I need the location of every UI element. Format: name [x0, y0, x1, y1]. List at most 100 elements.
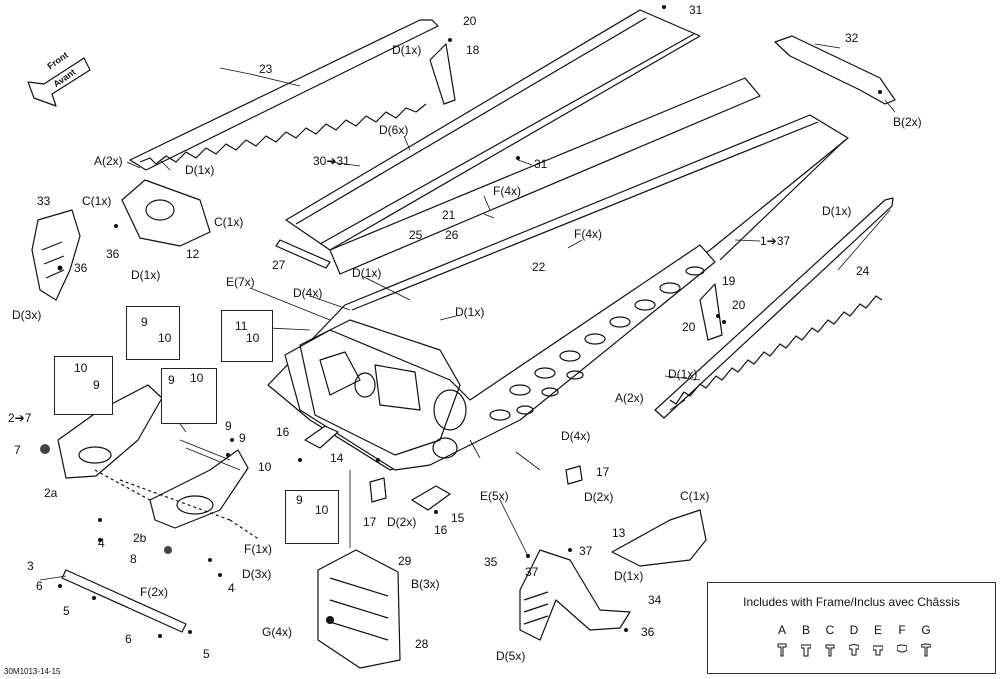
callout-9-d: 9: [225, 419, 232, 433]
callout-16-b: 16: [434, 523, 448, 537]
bracket-12: [121, 179, 211, 247]
callout-d1x-e: D(1x): [352, 266, 382, 280]
detail-box-11-10: [221, 310, 273, 362]
legend-label-g: G: [921, 623, 931, 637]
callout-19: 19: [722, 274, 736, 288]
callout-5: 5: [63, 604, 70, 618]
screw-icon: [825, 644, 835, 657]
bracket-13: [611, 509, 707, 567]
callout-d1x-g: D(1x): [668, 367, 698, 381]
callout-6-b: 6: [125, 632, 132, 646]
screw-icon: [921, 643, 931, 657]
front-arrow-shape: [27, 57, 91, 107]
callout-d4x: D(4x): [293, 286, 323, 300]
callout-d1x-f: D(1x): [455, 305, 485, 319]
detail-box-9-10-bottom: [285, 490, 339, 544]
callout-4-b: 4: [228, 581, 235, 595]
callout-f2x: F(2x): [140, 585, 168, 599]
front-bulkhead: [299, 319, 461, 456]
callout-3: 3: [27, 559, 34, 573]
callout-10: 10: [158, 331, 172, 345]
rivet-icon: [849, 644, 859, 656]
legend-title: Includes with Frame/Inclus avec Châssis: [743, 595, 960, 609]
callout-28: 28: [415, 637, 429, 651]
legend-item-g: G: [916, 623, 936, 657]
callout-d2x: D(2x): [584, 490, 614, 504]
callout-33: 33: [37, 194, 51, 208]
callout-9: 9: [141, 315, 148, 329]
callout-a2x-b: A(2x): [615, 391, 644, 405]
bracket-18: [429, 43, 456, 105]
callout-g4x: G(4x): [262, 625, 292, 639]
callout-22: 22: [532, 260, 546, 274]
legend-label-f: F: [898, 623, 906, 637]
strip-27: [275, 239, 331, 269]
callout-9-b: 9: [93, 378, 100, 392]
callout-7: 7: [14, 443, 21, 457]
callout-9-f: 9: [296, 493, 303, 507]
plate-17a: [369, 477, 387, 503]
detail-box-9-10-top: [126, 306, 180, 360]
callout-5-b: 5: [203, 647, 210, 661]
callout-36-c: 36: [641, 625, 655, 639]
plate-17b: [565, 465, 583, 485]
callout-d4x-b: D(4x): [561, 429, 591, 443]
callout-31: 31: [689, 3, 703, 17]
callout-10-f: 10: [315, 503, 329, 517]
tunnel-plate-top: [285, 9, 701, 251]
legend-label-d: D: [849, 623, 859, 637]
legend-item-e: E: [868, 623, 888, 657]
bracket-33: [31, 209, 81, 301]
callout-31-b: 31: [534, 157, 548, 171]
callout-24: 24: [856, 264, 870, 278]
callout-a2x: A(2x): [94, 154, 123, 168]
tunnel-vent-holes: [354, 266, 705, 459]
callout-23: 23: [259, 62, 273, 76]
legend-item-b: B: [796, 623, 816, 657]
legend-label-a: A: [777, 623, 786, 637]
callout-10-e: 10: [258, 460, 272, 474]
callout-c1x: C(1x): [82, 194, 112, 208]
callout-12: 12: [186, 247, 200, 261]
legend-item-d: D: [844, 623, 864, 657]
callout-d3x: D(3x): [12, 308, 42, 322]
callout-d1x: D(1x): [392, 43, 422, 57]
bolt-icon: [801, 644, 811, 657]
callout-b3x: B(3x): [411, 577, 440, 591]
callout-20-b: 20: [732, 298, 746, 312]
callout-11: 11: [235, 319, 248, 333]
callout-e7x: E(7x): [226, 275, 255, 289]
callout-d6x: D(6x): [379, 123, 409, 137]
callout-37-b: 37: [525, 565, 539, 579]
callout-d5x: D(5x): [496, 649, 526, 663]
callout-b2x: B(2x): [893, 115, 922, 129]
callout-c1x-c: C(1x): [680, 489, 710, 503]
callout-15: 15: [451, 511, 465, 525]
legend-item-a: A: [772, 623, 792, 657]
callout-e5x: E(5x): [480, 489, 509, 503]
callout-20-c: 20: [682, 320, 696, 334]
callout-35: 35: [484, 555, 498, 569]
rivet-icon: [873, 645, 883, 656]
callout-32: 32: [845, 31, 859, 45]
callout-f1x: F(1x): [244, 542, 272, 556]
callout-d1x-h: D(1x): [614, 569, 644, 583]
screw-icon: [777, 643, 787, 657]
callout-1-37: 1➔37: [760, 234, 791, 248]
callout-d3x-b: D(3x): [242, 567, 272, 581]
callout-25: 25: [409, 228, 423, 242]
callout-10-d: 10: [190, 371, 204, 385]
rear-bracket-34: [519, 549, 631, 641]
callout-c1x-b: C(1x): [214, 215, 244, 229]
diagram-reference: 30M1013-14-15: [4, 667, 61, 676]
detail-box-10-9: [54, 356, 113, 415]
legend-item-c: C: [820, 623, 840, 657]
callout-26: 26: [445, 228, 459, 242]
tunnel-side-panel: [284, 244, 716, 471]
bracket-19: [699, 283, 723, 341]
callout-2a: 2a: [44, 486, 58, 500]
callout-6: 6: [36, 579, 43, 593]
callout-30-31: 30➔31: [313, 154, 350, 168]
callout-10-b: 10: [246, 331, 260, 345]
